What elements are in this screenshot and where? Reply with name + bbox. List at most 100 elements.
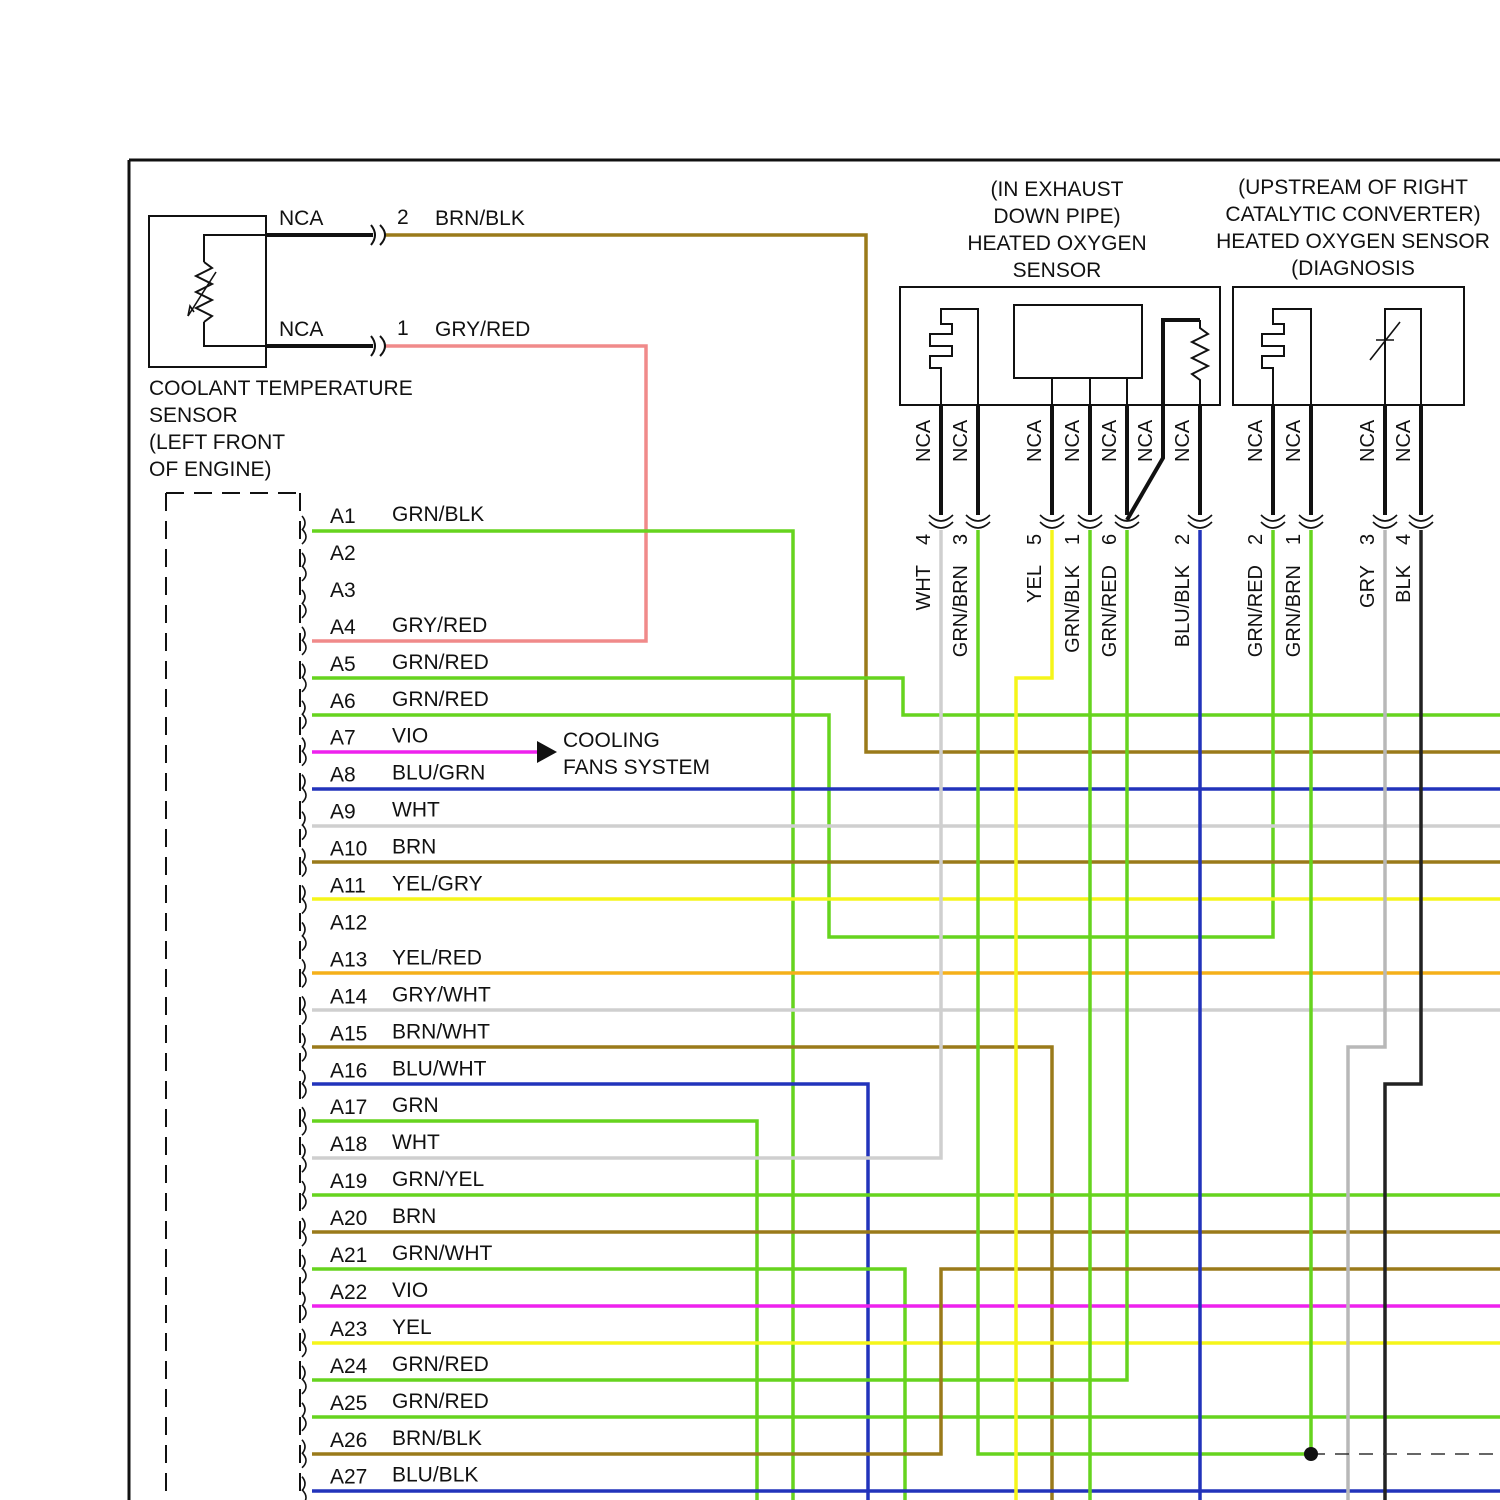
pin-wire-color: YEL/RED [392,946,482,969]
pin-wire-color: GRY/WHT [392,983,491,1006]
wire-color-label: YEL [1024,565,1046,603]
pin-number: A18 [330,1133,367,1156]
upstream-title-line: HEATED OXYGEN SENSOR [1216,230,1490,253]
pin-terminal-icon [302,1033,305,1047]
pin-terminal-icon [302,1329,305,1343]
pin-wire-color: GRN/RED [392,651,489,674]
pin-terminal-icon [302,935,306,950]
pin-terminal-icon [302,516,305,530]
wire-color-label: GRN/BRN [1283,565,1305,657]
pin-terminal-icon [302,1453,306,1468]
upstream-oxygen-sensor [1233,287,1464,405]
heater-resistor-icon [1192,320,1208,405]
connector-pin-row: A12 [302,911,367,950]
cooling-fans-line: FANS SYSTEM [563,756,710,779]
connector-pin-row: A9WHT [302,799,440,840]
pin-number: A10 [330,838,367,861]
wire-downpipe-yel [1016,530,1052,1500]
connector-pin-row: A6GRN/RED [302,688,489,729]
pin-terminal-icon [302,1181,305,1195]
pin-terminal-icon [302,996,305,1010]
pin-number: A16 [330,1059,367,1082]
sensor-connector-labels: NCANCANCANCANCANCANCA4WHT3GRN/BRN5YEL1GR… [913,419,1433,657]
pin-terminal-icon [302,972,306,987]
coolant-title-line: OF ENGINE) [149,458,272,481]
pin-number: A4 [330,616,356,639]
wire-downpipe-grn-brn [978,530,1311,1454]
pin-wire-color: GRN/WHT [392,1242,492,1265]
pin-terminal-icon [302,1440,305,1454]
upstream-title-line: CATALYTIC CONVERTER) [1225,203,1480,226]
cooling-fans-line: COOLING [563,729,660,752]
coolant-title-line: SENSOR [149,404,238,427]
pin-terminal-icon [302,603,306,618]
connector-pin-row: A15BRN/WHT [302,1020,490,1061]
pin-wire-color: GRY/RED [392,614,487,637]
pin-terminal-icon [302,529,306,544]
connector-pin-row: A18 WHT [302,1131,440,1172]
connector-terminal-icon [1078,515,1102,528]
pin-terminal-icon [302,553,305,567]
nca-label: NCA [1099,419,1121,462]
nca-label: NCA [1245,419,1267,462]
pin-terminal-icon [302,1477,305,1491]
pin-terminal-icon [302,664,305,678]
connector-pin-row: A17GRN [302,1094,439,1135]
pin-terminal-icon [302,1194,306,1209]
connector-terminal-icon [929,515,953,528]
pin-number: 4 [1393,534,1415,545]
upstream-title-line: (UPSTREAM OF RIGHT [1238,176,1468,199]
pin-terminal-icon [302,1416,306,1431]
pin-terminal-icon [302,1366,305,1380]
wire-color-label: GRY [1357,565,1379,608]
nca-label: NCA [1393,419,1415,462]
pin-number: 1 [1283,534,1305,545]
pin-terminal-icon [302,1403,305,1417]
pin-number: A14 [330,985,368,1008]
connector-pin-row: A20BRN [302,1205,436,1246]
nca-label: NCA [1062,419,1084,462]
pin-wire-color: VIO [392,1279,428,1302]
pin-terminal-icon [302,1120,306,1135]
connector-terminal-icon [1409,515,1433,528]
pin-number: A19 [330,1170,367,1193]
pin-number: 3 [1357,534,1379,545]
pin-terminal-icon [302,886,305,900]
connector-terminal-icon [1299,515,1323,528]
pin-number: 2 [1172,534,1194,545]
pin-number: A27 [330,1466,367,1489]
connector-pin-row: A14 GRY/WHT [302,983,491,1024]
pin-terminal-icon [302,1218,305,1232]
upstream-title-line: (DIAGNOSIS [1291,257,1415,280]
pin-terminal-icon [302,566,306,581]
connector-terminal-icon [1261,515,1285,528]
pin-terminal-icon [302,1157,306,1172]
downpipe-title-line: DOWN PIPE) [993,205,1120,228]
pin-terminal-icon [302,751,306,766]
downpipe-title-line: HEATED OXYGEN [967,232,1146,255]
downpipe-sensor-title: (IN EXHAUST DOWN PIPE) HEATED OXYGEN SEN… [967,178,1146,282]
pin-terminal-icon [302,1107,305,1121]
connector-pin-row: A27BLU/BLK [302,1464,478,1500]
nca-label: NCA [1283,419,1305,462]
coolant-pin-bottom-wire: GRY/RED [435,318,530,341]
nca-label: NCA [1357,419,1379,462]
downpipe-title-line: SENSOR [1013,259,1102,282]
upstream-sensor-title: (UPSTREAM OF RIGHT CATALYTIC CONVERTER) … [1216,176,1490,280]
nca-label: NCA [1024,419,1046,462]
pin-number: 6 [1099,534,1121,545]
pin-number: A3 [330,579,356,602]
pin-number: A2 [330,542,356,565]
wire-color-label: GRN/BRN [950,565,972,657]
pin-terminal-icon [302,788,306,803]
pin-number: 1 [1062,534,1084,545]
wire-a17 [312,1121,757,1500]
wires [312,235,1500,1500]
pin-number: A9 [330,801,356,824]
pin-wire-color: WHT [392,1131,440,1154]
coolant-pin-top-number: 2 [397,206,409,229]
